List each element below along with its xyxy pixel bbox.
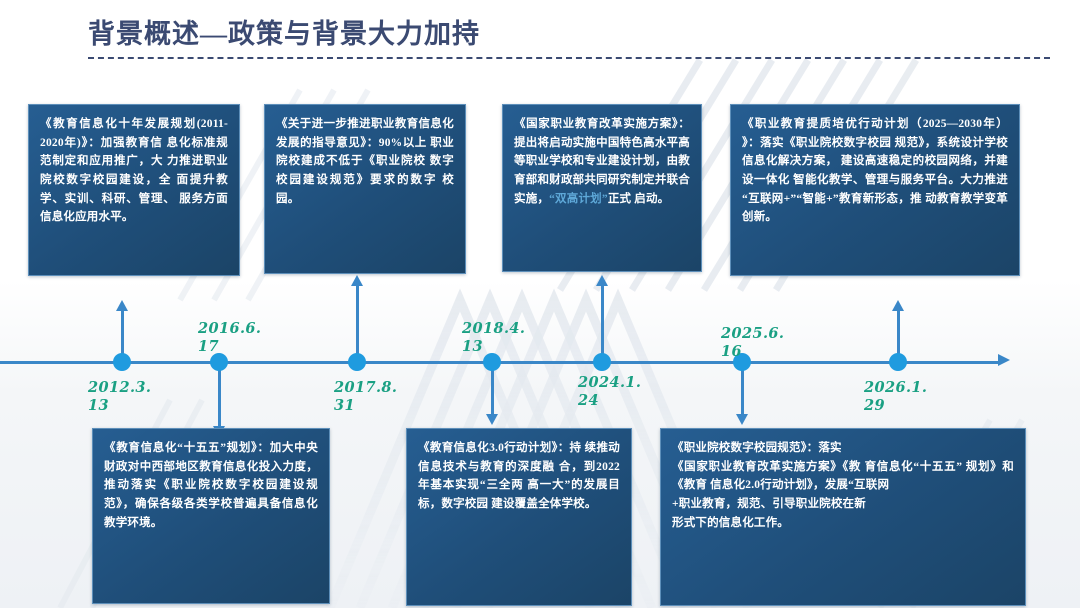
- timeline-axis-arrow-icon: [998, 354, 1010, 366]
- policy-card-top-2-highlight: “双高计划”: [549, 192, 608, 205]
- timeline-date-3: 2018.4. 13: [462, 320, 526, 356]
- timeline-date-4: 2024.1. 24: [578, 374, 642, 410]
- timeline-stem-arrow-up-icon-6: [892, 300, 904, 311]
- timeline-stem-0: [120, 311, 124, 362]
- timeline-stem-arrow-up-icon-0: [116, 300, 128, 311]
- policy-card-top-2-text-after: 正式 启动。: [607, 192, 670, 205]
- policy-card-bottom-1[interactable]: 《教育信息化3.0行动计划》：持 续推动信息技术与教育的深度融 合，到2022年…: [406, 428, 632, 606]
- page-title: 背景概述—政策与背景大力加持: [88, 19, 480, 49]
- timeline-stem-arrow-down-icon-3: [486, 414, 498, 425]
- timeline-date-6: 2026.1. 29: [864, 379, 928, 415]
- policy-card-top-1[interactable]: 《关于进一步推进职业教育信息化发展的指导意见》：90%以上 职业院校建成不低于《…: [264, 104, 466, 274]
- timeline-dot-1[interactable]: [210, 353, 228, 371]
- timeline-dot-4[interactable]: [593, 353, 611, 371]
- policy-card-bottom-0[interactable]: 《教育信息化“十五五”规划》：加大中央财政对中西部地区教育信息化投入力度，推动落…: [92, 428, 330, 604]
- policy-card-top-0[interactable]: 《教育信息化十年发展规划(2011-2020年)》：加强教育信 息化标准规范制定…: [28, 104, 240, 276]
- timeline-dot-6[interactable]: [889, 353, 907, 371]
- policy-card-bottom-2[interactable]: 《职业院校数字校园规范》：落实 《国家职业教育改革实施方案》《教 育信息化“十五…: [660, 428, 1026, 606]
- timeline-stem-6: [896, 311, 900, 362]
- policy-card-top-3-text: 《职业教育提质培优行动计划（2025—2030年） 》：落实《职业院校数字校园 …: [742, 118, 1008, 224]
- policy-card-bottom-2-text: 《职业院校数字校园规范》：落实 《国家职业教育改革实施方案》《教 育信息化“十五…: [672, 442, 1014, 529]
- timeline-stem-arrow-up-icon-4: [596, 275, 608, 286]
- policy-card-top-2[interactable]: 《国家职业教育改革实施方案》：提出将启动实施中国特色高水平高等职业学校和专业建设…: [502, 104, 702, 272]
- policy-card-top-3[interactable]: 《职业教育提质培优行动计划（2025—2030年） 》：落实《职业院校数字校园 …: [730, 104, 1020, 276]
- timeline-date-1: 2016.6. 17: [198, 320, 262, 356]
- policy-card-bottom-0-text: 《教育信息化“十五五”规划》：加大中央财政对中西部地区教育信息化投入力度，推动落…: [104, 442, 318, 529]
- page-header: 背景概述—政策与背景大力加持: [88, 18, 1050, 59]
- policy-card-top-1-text: 《关于进一步推进职业教育信息化发展的指导意见》：90%以上 职业院校建成不低于《…: [276, 118, 454, 205]
- policy-card-top-0-text: 《教育信息化十年发展规划(2011-2020年)》：加强教育信 息化标准规范制定…: [40, 118, 228, 224]
- timeline-stem-4: [600, 286, 604, 362]
- policy-card-bottom-1-text: 《教育信息化3.0行动计划》：持 续推动信息技术与教育的深度融 合，到2022年…: [418, 442, 620, 510]
- timeline-stem-2: [355, 286, 359, 362]
- timeline-date-0: 2012.3. 13: [88, 379, 152, 415]
- timeline-date-5: 2025.6. 16: [721, 325, 785, 361]
- timeline-stem-1: [217, 361, 221, 428]
- timeline-stem-arrow-up-icon-2: [351, 275, 363, 286]
- timeline-dot-2[interactable]: [348, 353, 366, 371]
- title-divider: [88, 56, 1050, 59]
- timeline-date-2: 2017.8. 31: [334, 379, 398, 415]
- timeline-dot-0[interactable]: [113, 353, 131, 371]
- timeline-axis: [0, 361, 1002, 364]
- timeline-stem-arrow-down-icon-5: [736, 414, 748, 425]
